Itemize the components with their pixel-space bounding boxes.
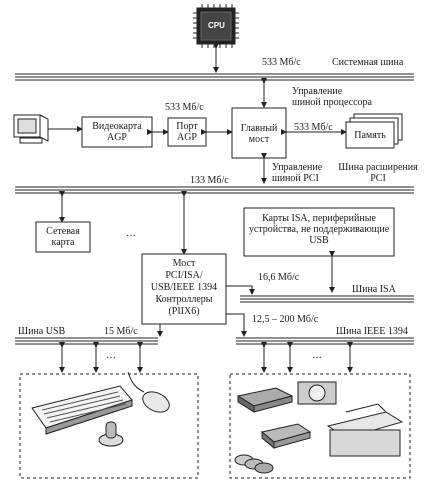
isa-cards-box <box>243 207 395 257</box>
agp-port-line2: AGP <box>176 132 197 143</box>
cpu-label: CPU <box>208 21 225 30</box>
memory-box <box>345 113 403 149</box>
network-card-line1: Сетевая <box>46 226 80 237</box>
isa-cards-line1: Карты ISA, периферийные <box>262 213 376 224</box>
video-card-line2: AGP <box>106 132 127 143</box>
cpu-ctrl-line1: Управление <box>292 86 343 97</box>
pci-bus <box>15 186 414 194</box>
isa-cards-line3: USB <box>309 235 329 246</box>
system-bus <box>15 73 414 81</box>
cpu-ctrl-line2: шиной процессора <box>292 97 372 108</box>
system-bus-label: Системная шина <box>332 57 404 68</box>
agp-port-line1: Порт <box>176 121 198 132</box>
pci-ellipsis: … <box>126 228 136 239</box>
network-card-box <box>35 221 91 253</box>
pci-speed: 133 Мб/с <box>190 175 229 186</box>
isa-speed: 16,6 Мб/с <box>258 272 300 283</box>
ieee-devices-group <box>229 373 411 479</box>
printer-icon <box>326 403 404 457</box>
cpu-chip <box>193 4 239 48</box>
north-bridge-line2: мост <box>248 134 270 145</box>
usb-ellipsis: … <box>106 350 116 361</box>
hard-drive-icon <box>297 381 337 405</box>
system-bus-speed: 533 Мб/с <box>262 57 301 68</box>
ieee-bus-label: Шина IEEE 1394 <box>336 326 408 337</box>
cd-drive-icon <box>260 423 312 450</box>
scanner-icon <box>236 387 294 413</box>
keyboard-icon <box>31 385 133 435</box>
usb-speed: 15 Мб/с <box>104 326 138 337</box>
ieee-speed: 12,5 – 200 Мб/с <box>252 314 319 325</box>
usb-device-icon <box>98 421 124 447</box>
bridge-line1: Мост <box>172 258 196 269</box>
video-card-box <box>81 116 153 148</box>
memory-label: Память <box>354 130 386 141</box>
isa-cards-line2: устройства, не поддерживающие <box>248 224 390 235</box>
usb-bus-label: Шина USB <box>18 326 66 337</box>
pci-ctrl-line1: Управление <box>272 162 323 173</box>
pci-bus-label-line1: Шина расширения <box>338 162 418 173</box>
isa-bus-label: Шина ISA <box>352 284 396 295</box>
ieee1394-bus <box>236 337 414 345</box>
video-card-line1: Видеокарта <box>92 121 142 132</box>
isa-bus <box>240 295 414 303</box>
mouse-icon <box>127 371 170 413</box>
agp-speed: 533 Мб/с <box>165 102 204 113</box>
network-card-line2: карта <box>51 237 75 248</box>
agp-port-box <box>167 117 207 147</box>
monitor-icon <box>13 114 49 144</box>
pci-ctrl-line2: шиной PCI <box>272 173 319 184</box>
usb-devices-group <box>19 373 199 479</box>
north-bridge-box <box>231 107 287 159</box>
memory-speed: 533 Мб/с <box>294 122 333 133</box>
disks-icon <box>234 454 274 474</box>
north-bridge-line1: Главный <box>240 123 278 134</box>
bridge-line5: (PIIX6) <box>168 306 200 317</box>
south-bridge-box <box>141 253 227 325</box>
pci-bus-label-line2: PCI <box>370 173 386 184</box>
ieee-ellipsis: … <box>312 350 322 361</box>
usb-bus <box>15 337 158 345</box>
bridge-line4: Контроллеры <box>155 294 213 305</box>
bridge-line2: PCI/ISA/ <box>165 270 203 281</box>
bridge-line3: USB/IEEE 1394 <box>150 282 218 293</box>
